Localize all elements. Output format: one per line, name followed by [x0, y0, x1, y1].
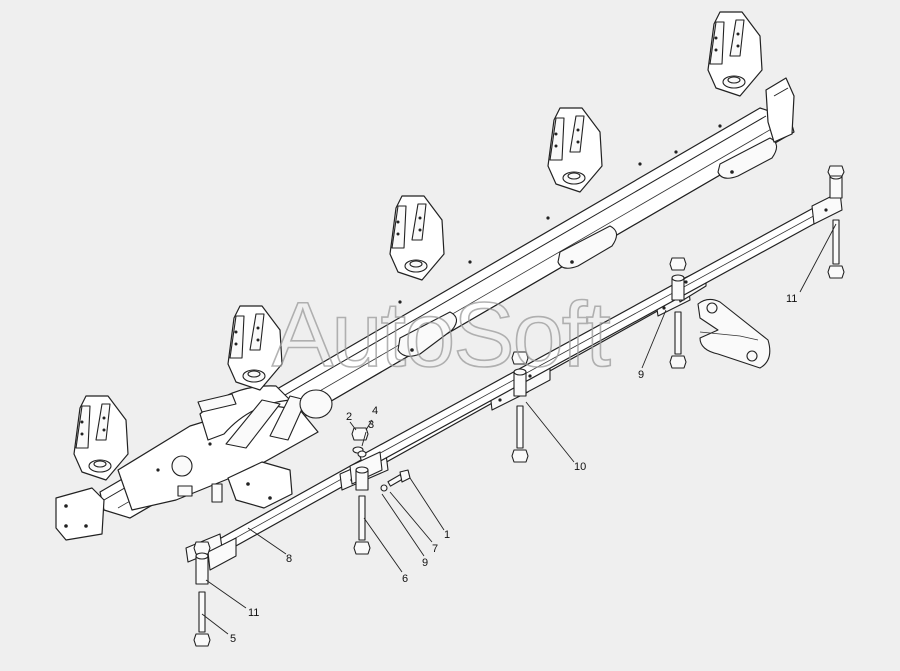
- pin-stack-far-right: [827, 165, 845, 279]
- pin-stack-joint-9: [669, 257, 687, 369]
- shank-bracket-5: [707, 11, 763, 97]
- callout-7: 7: [432, 543, 438, 555]
- shank-bracket-2: [227, 305, 283, 391]
- callout-1: 1: [444, 529, 450, 541]
- center-mount-assembly: [117, 385, 333, 511]
- callout-9-right: 9: [638, 369, 644, 381]
- tie-link-part: [697, 298, 771, 369]
- callout-4: 4: [372, 405, 378, 417]
- beam-hanger-plates: [397, 137, 778, 357]
- pin-stack-lower-left: [193, 541, 211, 647]
- shank-bracket-4: [547, 107, 603, 193]
- leader-lines: [201, 223, 837, 635]
- shank-bracket-3: [389, 195, 445, 281]
- callout-3: 3: [368, 419, 374, 431]
- left-end-plate: [55, 487, 105, 541]
- callout-11-left: 11: [248, 607, 259, 619]
- callout-2: 2: [346, 411, 352, 423]
- callout-5: 5: [230, 633, 236, 645]
- watermark-text: AutoSoft: [272, 284, 610, 386]
- callout-10: 10: [574, 461, 586, 473]
- callout-labels: 2 4 3 1 7 9 6 8 11 5 10 9 11: [230, 293, 797, 645]
- pin-stack-joint-10: [511, 351, 529, 463]
- shank-bracket-1: [73, 395, 129, 481]
- callout-8: 8: [286, 553, 292, 565]
- pin-stack-center-joint: [349, 427, 411, 555]
- callout-6: 6: [402, 573, 408, 585]
- callout-9-center: 9: [422, 557, 428, 569]
- right-end-bracket: [765, 77, 795, 143]
- callout-11-right: 11: [786, 293, 797, 305]
